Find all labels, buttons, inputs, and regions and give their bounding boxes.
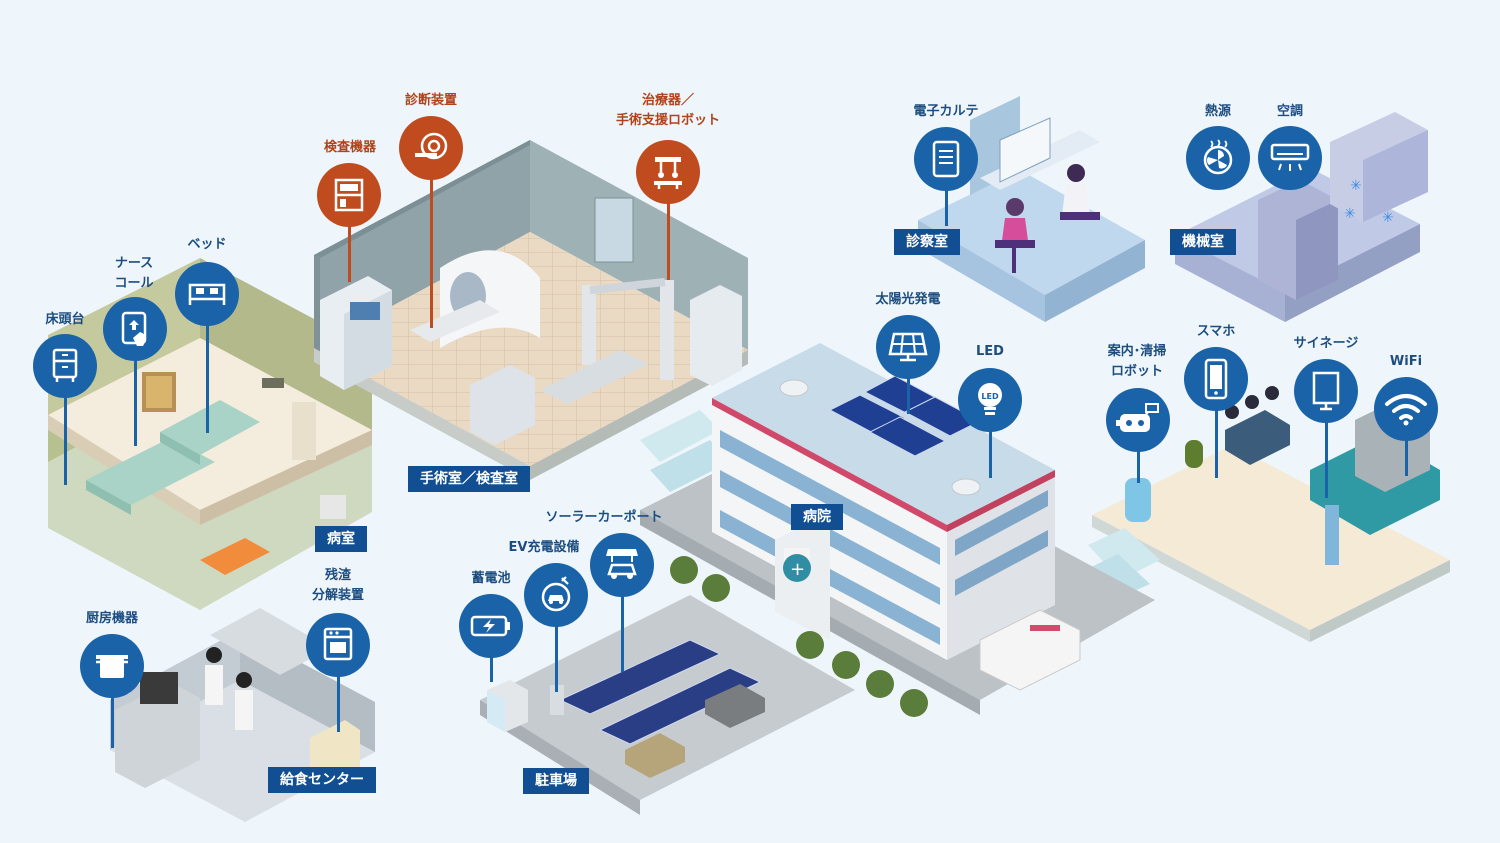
pin-label-wifi: WiFi xyxy=(1389,354,1423,369)
pin-label-aircon: 空調 xyxy=(1276,104,1304,119)
pin-stem xyxy=(111,693,114,748)
pin-stem xyxy=(348,222,351,282)
nurse-call-icon[interactable] xyxy=(103,297,167,361)
pin-stem xyxy=(667,200,670,280)
ev-charger-icon[interactable] xyxy=(524,563,588,627)
area-tag-surgery-room: 手術室／検査室 xyxy=(408,466,530,492)
lobby-scene xyxy=(1085,386,1450,642)
svg-text:+: + xyxy=(790,559,805,580)
pin-label-ev: EV充電設備 xyxy=(508,540,580,555)
pin-label-nurse-call-line1: ナース xyxy=(114,256,154,271)
pin-stem xyxy=(430,176,433,328)
pin-label-heat: 熱源 xyxy=(1204,104,1232,119)
pot-icon[interactable] xyxy=(80,634,144,698)
pin-label-treatment-line1: 治療器／ xyxy=(641,93,695,108)
svg-text:✳: ✳ xyxy=(1350,178,1362,194)
surgical-robot-icon[interactable] xyxy=(636,140,700,204)
wifi-icon[interactable] xyxy=(1374,377,1438,441)
pin-stem xyxy=(621,592,624,672)
area-tag-kitchen-center: 給食センター xyxy=(268,767,376,793)
area-tag-exam-room: 診察室 xyxy=(894,229,960,255)
pin-label-bed: ベッド xyxy=(187,237,227,252)
robot-icon[interactable] xyxy=(1106,388,1170,452)
pin-stem xyxy=(555,622,558,692)
pin-label-nurse-call-line2: コール xyxy=(114,276,154,291)
pin-stem xyxy=(989,428,992,478)
pin-label-signage: サイネージ xyxy=(1293,336,1359,351)
pin-stem xyxy=(1215,406,1218,478)
pin-stem xyxy=(337,672,340,732)
pin-stem xyxy=(1137,448,1140,483)
pin-label-carport: ソーラーカーポート xyxy=(545,510,663,525)
analyzer-icon[interactable] xyxy=(317,163,381,227)
signage-icon[interactable] xyxy=(1294,359,1358,423)
air-conditioner-icon[interactable] xyxy=(1258,126,1322,190)
pin-label-battery: 蓄電池 xyxy=(471,571,511,586)
pin-label-residue: 残渣 分解装置 xyxy=(312,566,364,606)
bed-icon[interactable] xyxy=(175,262,239,326)
svg-text:✳: ✳ xyxy=(1382,210,1394,226)
pin-stem xyxy=(1325,418,1328,498)
cabinet-icon[interactable] xyxy=(33,334,97,398)
mri-icon[interactable] xyxy=(399,116,463,180)
pin-label-diagnostic: 診断装置 xyxy=(404,93,458,108)
solar-carport-icon[interactable] xyxy=(590,533,654,597)
pin-label-ehr: 電子カルテ xyxy=(913,104,979,119)
area-tag-hospital: 病院 xyxy=(791,504,843,530)
pin-label-nurse-call: ナース コール xyxy=(114,254,153,294)
svg-text:✳: ✳ xyxy=(1344,206,1356,222)
pin-label-led: LED xyxy=(976,344,1004,359)
tablet-icon[interactable] xyxy=(914,127,978,191)
pin-label-smartphone: スマホ xyxy=(1196,324,1236,339)
pin-label-treatment: 治療器／ 手術支援ロボット xyxy=(616,91,720,131)
pin-label-robot-line2: ロボット xyxy=(1110,364,1164,379)
area-tag-parking: 駐車場 xyxy=(523,768,589,794)
pin-stem xyxy=(490,652,493,682)
pin-label-bedside-table: 床頭台 xyxy=(45,312,85,327)
pin-stem xyxy=(907,374,910,414)
pin-label-kitchen: 厨房機器 xyxy=(85,611,139,626)
pin-label-robot-line1: 案内･清掃 xyxy=(1107,344,1167,359)
disposer-icon[interactable] xyxy=(306,613,370,677)
pin-label-inspection: 検査機器 xyxy=(323,140,377,155)
pin-stem xyxy=(206,318,209,433)
battery-icon[interactable] xyxy=(459,594,523,658)
area-tag-machine-room: 機械室 xyxy=(1170,229,1236,255)
fan-heat-icon[interactable] xyxy=(1186,126,1250,190)
surgery-room-scene xyxy=(314,140,748,480)
led-bulb-icon[interactable]: LED xyxy=(958,368,1022,432)
solar-panel-icon[interactable] xyxy=(876,315,940,379)
pin-label-residue-line1: 残渣 xyxy=(324,568,352,583)
svg-text:LED: LED xyxy=(981,392,999,401)
machine-room-scene: ✳ ✳ ✳ xyxy=(1175,112,1428,322)
parking-scene xyxy=(480,595,855,815)
smartphone-icon[interactable] xyxy=(1184,347,1248,411)
pin-label-solar: 太陽光発電 xyxy=(875,292,941,307)
hospital-building-scene: + xyxy=(640,343,1155,717)
pin-label-residue-line2: 分解装置 xyxy=(311,588,365,603)
pin-stem xyxy=(64,390,67,485)
pin-label-treatment-line2: 手術支援ロボット xyxy=(615,113,721,128)
pin-stem xyxy=(945,186,948,226)
pin-label-robot: 案内･清掃 ロボット xyxy=(1108,342,1167,382)
area-tag-patient-room: 病室 xyxy=(315,526,367,552)
pin-stem xyxy=(1405,436,1408,476)
pin-stem xyxy=(134,356,137,446)
